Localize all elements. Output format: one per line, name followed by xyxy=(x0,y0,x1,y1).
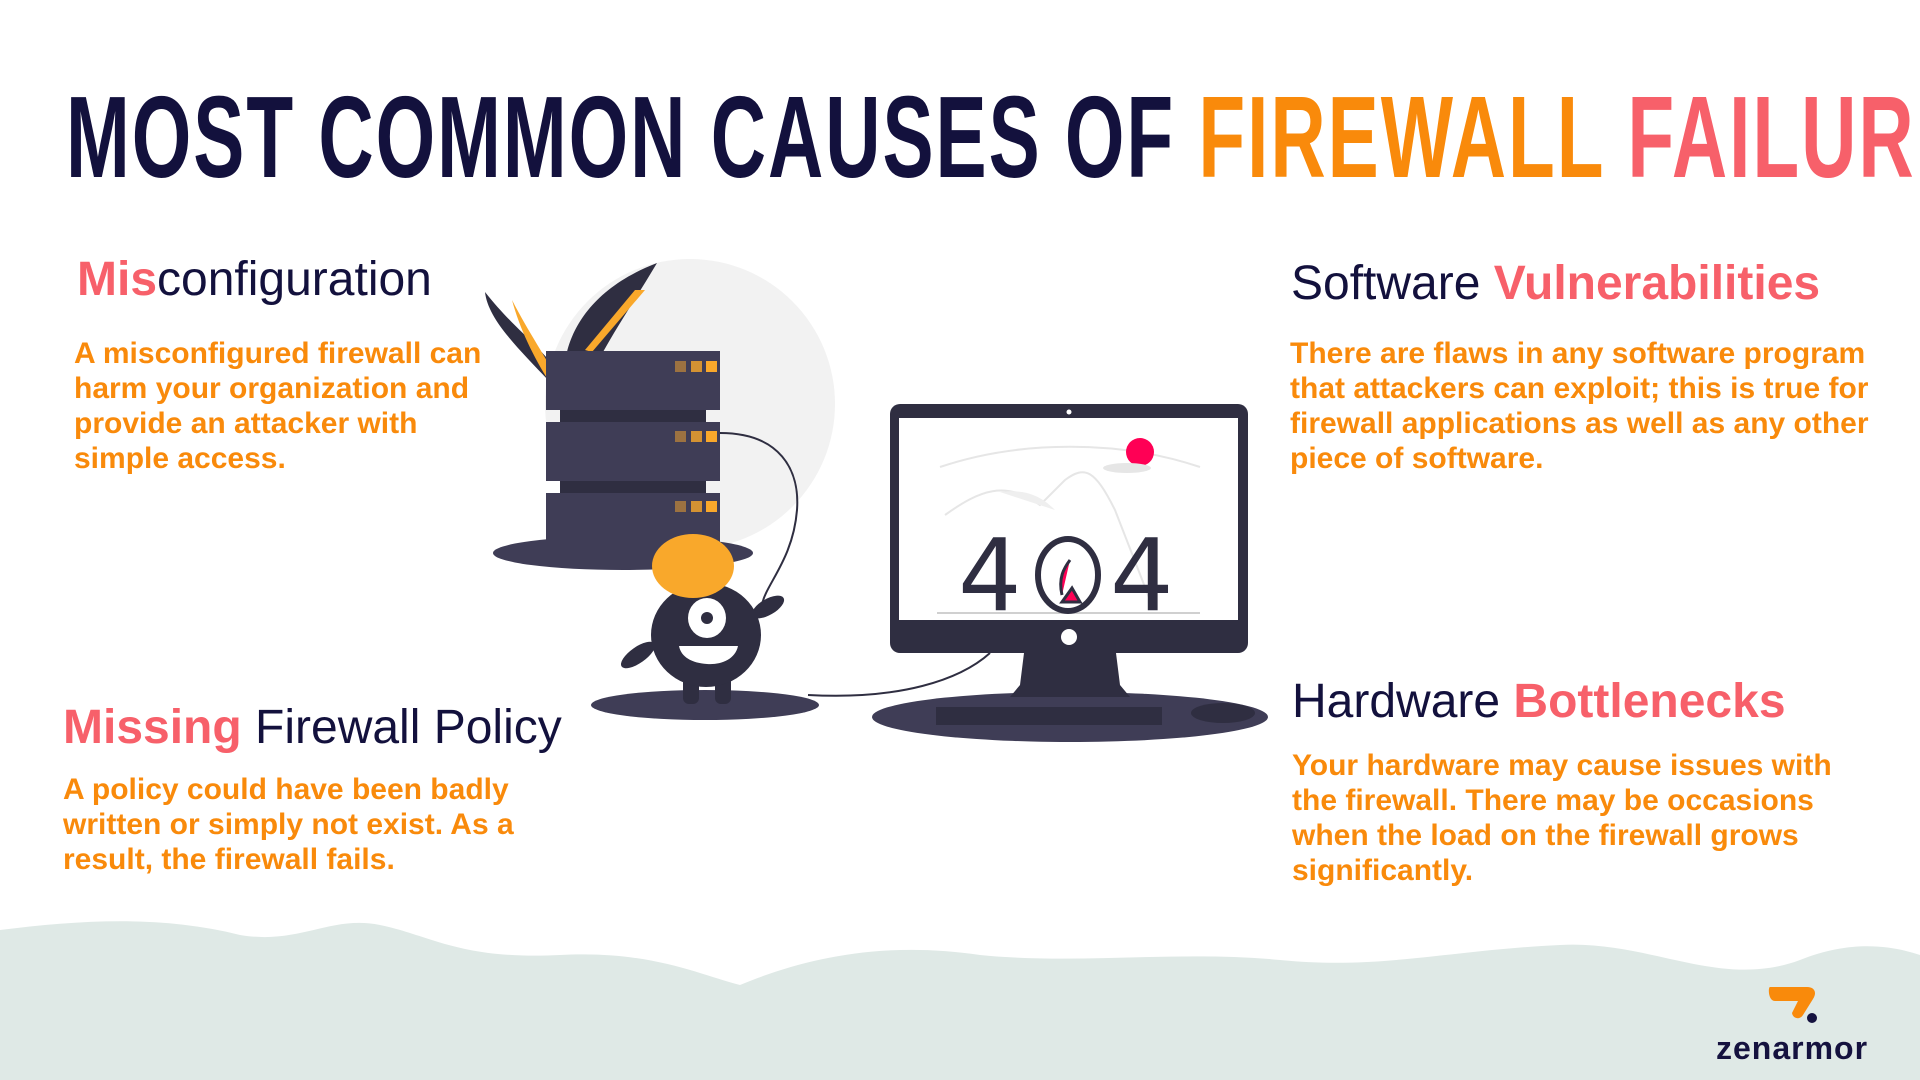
hardware-bottlenecks-heading: Hardware Bottlenecks xyxy=(1292,674,1786,729)
screen-digit-4: 4 xyxy=(1110,517,1174,634)
heading-accent: Missing xyxy=(63,701,242,754)
leaf-icon xyxy=(567,263,657,352)
server-rack-icon xyxy=(546,351,720,553)
heading-rest: configuration xyxy=(157,253,432,306)
page-title: MOST COMMON CAUSES OF FIREWALL FAILURE xyxy=(66,70,1920,204)
misconfiguration-heading: Misconfiguration xyxy=(77,252,432,307)
heading-rest: Software xyxy=(1291,257,1494,310)
cable xyxy=(807,652,991,697)
monitor-icon: 4 4 xyxy=(890,404,1248,697)
title-part-coral: FAILURE xyxy=(1627,72,1920,202)
screen-digit-4: 4 xyxy=(958,517,1022,634)
title-part-orange: FIREWALL xyxy=(1198,72,1628,202)
mirror-zero xyxy=(1035,536,1101,614)
zenarmor-logo-mark-icon xyxy=(1768,987,1817,1023)
heading-accent: Mis xyxy=(77,253,158,306)
cable xyxy=(719,432,799,606)
monster-character-icon xyxy=(620,534,785,704)
heading-rest: Firewall Policy xyxy=(241,701,562,754)
mouse-icon xyxy=(1191,703,1255,723)
title-part-navy: MOST COMMON CAUSES OF xyxy=(66,72,1199,202)
character-platform xyxy=(591,690,819,720)
software-vulnerabilities-heading: Software Vulnerabilities xyxy=(1291,256,1820,311)
heading-accent: Vulnerabilities xyxy=(1493,257,1821,310)
leaf-icon xyxy=(585,290,645,352)
software-vulnerabilities-body: There are flaws in any software program … xyxy=(1290,337,1869,475)
misconfiguration-body: A misconfigured firewall can harm your o… xyxy=(74,337,482,475)
heading-accent: Bottlenecks xyxy=(1513,675,1786,728)
heading-rest: Hardware xyxy=(1292,675,1514,728)
zenarmor-logo-text: zenarmor xyxy=(1716,1030,1869,1066)
missing-policy-heading: Missing Firewall Policy xyxy=(63,700,562,755)
missing-policy-body: A policy could have been badly written o… xyxy=(63,773,514,876)
hardware-bottlenecks-body: Your hardware may cause issues with the … xyxy=(1292,749,1832,887)
keyboard-icon xyxy=(936,707,1162,725)
